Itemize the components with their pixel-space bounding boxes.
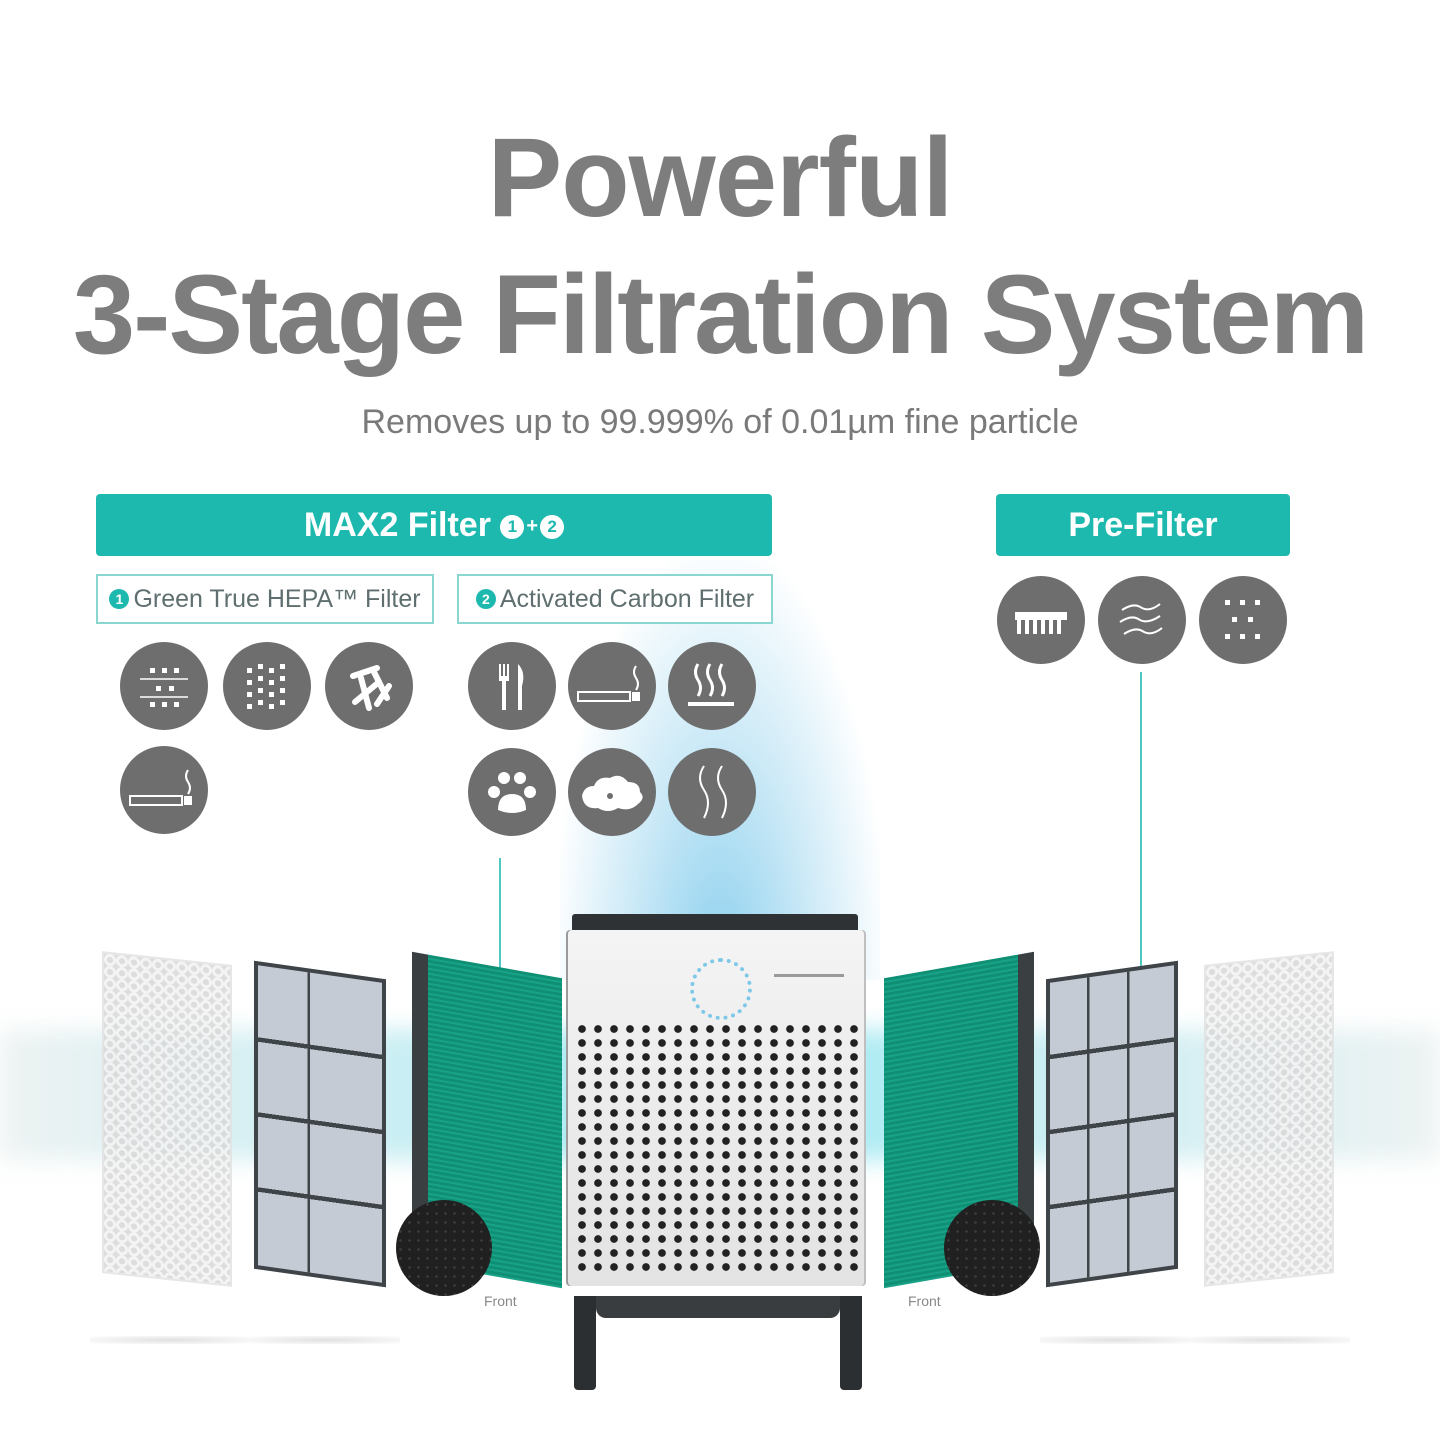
- page-subtitle: Removes up to 99.999% of 0.01µm fine par…: [361, 403, 1079, 441]
- hepa-filter-label: Green True HEPA™ Filter: [133, 585, 421, 613]
- floor-shadow: [1190, 1336, 1350, 1344]
- dust-mites-icon: [223, 642, 311, 730]
- large-particles-icon: [1199, 576, 1287, 664]
- fine-particles-icon: [120, 642, 208, 730]
- pet-paw-icon: [468, 748, 556, 836]
- right-carbon-closeup: [944, 1200, 1040, 1296]
- page-title-line1: Powerful: [487, 115, 954, 240]
- odor-waves-icon: [668, 748, 756, 836]
- hair-comb-icon: [997, 576, 1085, 664]
- max2-filter-banner: MAX2 Filter 1+2: [96, 494, 772, 556]
- front-caption-right: Front: [908, 1293, 941, 1309]
- prefilter-leader-line: [1140, 672, 1142, 1002]
- floor-shadow: [250, 1336, 400, 1344]
- badge-2: 2: [540, 515, 565, 539]
- purifier-brand-text: [774, 974, 844, 977]
- right-hepa-frame: [1046, 960, 1178, 1288]
- purifier-grille: [574, 1022, 858, 1272]
- floor-shadow: [1040, 1336, 1190, 1344]
- max2-filter-label: MAX2 Filter: [303, 506, 491, 544]
- pre-filter-label: Pre-Filter: [1068, 506, 1218, 544]
- right-prefilter-panel: [1204, 951, 1334, 1287]
- purifier-base-plate: [596, 1296, 840, 1318]
- purifier-control-ring: [690, 958, 752, 1020]
- front-caption-left: Front: [484, 1293, 517, 1309]
- cigarette-smoke-icon: [568, 642, 656, 730]
- pollen-debris-icon: [325, 642, 413, 730]
- mold-spore-icon: [568, 748, 656, 836]
- plus-sign: +: [526, 515, 539, 537]
- cigarette-smoke-icon: [120, 746, 208, 834]
- cooking-odor-icon: [468, 642, 556, 730]
- heat-fumes-icon: [668, 642, 756, 730]
- left-hepa-frame: [254, 960, 386, 1288]
- badge-1: 1: [500, 515, 525, 539]
- purifier-leg-left: [574, 1296, 596, 1390]
- air-purifier-body: [566, 930, 866, 1286]
- page-title-line2: 3-Stage Filtration System: [72, 252, 1369, 377]
- hepa-badge: 1: [109, 589, 130, 609]
- left-prefilter-panel: [102, 951, 232, 1287]
- purifier-leg-right: [840, 1296, 862, 1390]
- left-carbon-closeup: [396, 1200, 492, 1296]
- carbon-leader-line: [499, 858, 501, 1008]
- carbon-filter-label: Activated Carbon Filter: [499, 585, 755, 613]
- carbon-badge: 2: [475, 589, 496, 609]
- pre-filter-banner: Pre-Filter: [996, 494, 1290, 556]
- floor-shadow: [90, 1336, 250, 1344]
- dust-waves-icon: [1098, 576, 1186, 664]
- purifier-top-vent: [572, 914, 858, 934]
